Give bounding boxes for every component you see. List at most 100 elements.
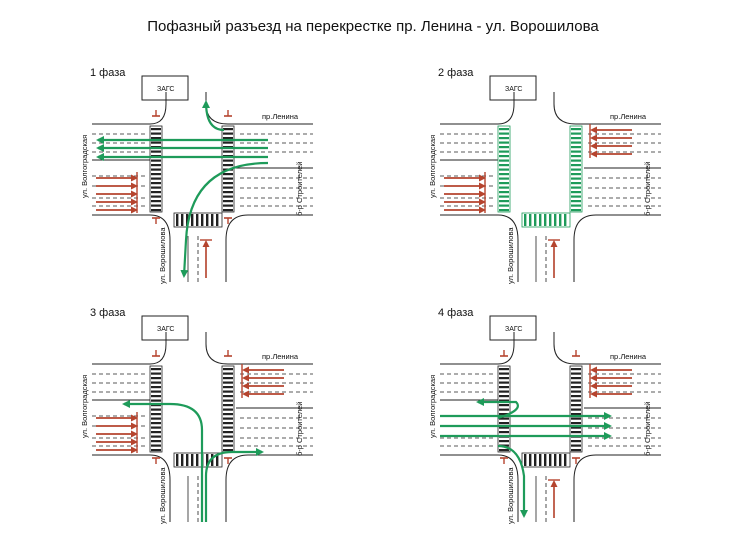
street-label-volgogradskaya: ул. Волгоградская bbox=[428, 375, 437, 438]
crosswalk-stripe bbox=[571, 417, 581, 420]
crosswalk-east bbox=[569, 365, 583, 453]
crosswalk-stripe bbox=[151, 132, 161, 135]
crosswalk-frame bbox=[173, 212, 223, 228]
crosswalk-stripe bbox=[151, 413, 161, 416]
crosswalk-stripe bbox=[223, 390, 233, 393]
crosswalk-stripe bbox=[223, 426, 233, 429]
crosswalk-stripe bbox=[216, 214, 219, 226]
street-label-lenina: пр.Ленина bbox=[262, 352, 299, 361]
crosswalk-stripe bbox=[151, 417, 161, 420]
ped-stop-se bbox=[572, 457, 580, 464]
crosswalk-stripe bbox=[223, 435, 233, 438]
crosswalk-stripe bbox=[499, 449, 509, 452]
crosswalk-stripe bbox=[499, 426, 509, 429]
crosswalk-stripe bbox=[571, 372, 581, 375]
crosswalk-stripe bbox=[151, 449, 161, 452]
street-label-volgogradskaya: ул. Волгоградская bbox=[80, 375, 89, 438]
crosswalk-stripe bbox=[151, 381, 161, 384]
crosswalk-stripe bbox=[181, 454, 184, 466]
crosswalk-west bbox=[497, 125, 511, 213]
crosswalk-stripe bbox=[151, 173, 161, 176]
crosswalk-stripe bbox=[223, 164, 233, 167]
street-label-stroiteley: б-р Строителей bbox=[643, 402, 652, 456]
crosswalk-stripe bbox=[534, 454, 537, 466]
crosswalk-stripe bbox=[151, 368, 161, 371]
crosswalk-south bbox=[521, 452, 571, 468]
crosswalk-stripe bbox=[223, 173, 233, 176]
zags-building bbox=[489, 75, 537, 101]
crosswalk-stripe bbox=[571, 150, 581, 153]
crosswalk-stripe bbox=[151, 377, 161, 380]
crosswalk-stripe bbox=[571, 431, 581, 434]
crosswalk-stripe bbox=[571, 390, 581, 393]
crosswalk-frame bbox=[569, 125, 583, 213]
crosswalk-stripe bbox=[151, 137, 161, 140]
crosswalk-frame bbox=[521, 212, 571, 228]
crosswalk-stripe bbox=[181, 214, 184, 226]
street-label-stroiteley: б-р Строителей bbox=[295, 162, 304, 216]
crosswalk-stripe bbox=[223, 408, 233, 411]
page-title: Пофазный разъезд на перекрестке пр. Лени… bbox=[147, 18, 599, 35]
crosswalk-stripe bbox=[571, 368, 581, 371]
crosswalk-stripe bbox=[499, 141, 509, 144]
crosswalk-stripe bbox=[571, 413, 581, 416]
crosswalk-stripe bbox=[151, 186, 161, 189]
crosswalk-stripe bbox=[176, 214, 179, 226]
crosswalk-stripe bbox=[223, 372, 233, 375]
crosswalk-stripe bbox=[499, 159, 509, 162]
crosswalk-stripe bbox=[499, 204, 509, 207]
crosswalk-stripe bbox=[549, 214, 552, 226]
crosswalk-stripe bbox=[571, 426, 581, 429]
crosswalk-stripe bbox=[571, 177, 581, 180]
crosswalk-stripe bbox=[206, 454, 209, 466]
flow-south-to-east bbox=[204, 448, 264, 522]
crosswalk-frame bbox=[521, 452, 571, 468]
street-label-stroiteley: б-р Строителей bbox=[295, 402, 304, 456]
road-corner-ne bbox=[553, 92, 661, 125]
crosswalk-frame bbox=[149, 125, 163, 213]
ped-stop-ne bbox=[572, 350, 580, 357]
crosswalk-stripe bbox=[539, 454, 542, 466]
crosswalk-stripe bbox=[223, 404, 233, 407]
crosswalk-stripe bbox=[499, 146, 509, 149]
crosswalk-south bbox=[521, 212, 571, 228]
crosswalk-stripe bbox=[499, 191, 509, 194]
ped-stop-sw bbox=[500, 457, 508, 464]
crosswalk-stripe bbox=[499, 381, 509, 384]
crosswalk-stripe bbox=[223, 422, 233, 425]
zags-label: ЗАГС bbox=[157, 326, 174, 333]
crosswalk-stripe bbox=[499, 413, 509, 416]
phase-label: 1 фаза bbox=[90, 67, 126, 79]
crosswalk-stripe bbox=[151, 386, 161, 389]
crosswalk-stripe bbox=[151, 141, 161, 144]
crosswalk-stripe bbox=[211, 214, 214, 226]
crosswalk-stripe bbox=[223, 440, 233, 443]
crosswalk-stripe bbox=[499, 150, 509, 153]
crosswalk-stripe bbox=[223, 191, 233, 194]
street-label-lenina: пр.Ленина bbox=[262, 112, 299, 121]
phase-label: 2 фаза bbox=[438, 67, 474, 79]
street-label-lenina: пр.Ленина bbox=[610, 352, 647, 361]
crosswalk-frame bbox=[497, 125, 511, 213]
crosswalk-south bbox=[173, 212, 223, 228]
crosswalk-stripe bbox=[524, 454, 527, 466]
crosswalk-stripe bbox=[151, 440, 161, 443]
crosswalk-stripe bbox=[223, 395, 233, 398]
crosswalk-stripe bbox=[223, 377, 233, 380]
crosswalk-stripe bbox=[571, 408, 581, 411]
flow-turn-south bbox=[180, 161, 269, 278]
crosswalk-stripe bbox=[571, 146, 581, 149]
flow-turn-south bbox=[497, 444, 528, 518]
crosswalk-stripe bbox=[571, 164, 581, 167]
crosswalk-stripe bbox=[223, 186, 233, 189]
crosswalk-stripe bbox=[499, 128, 509, 131]
road-corner-sw bbox=[440, 214, 519, 282]
crosswalk-stripe bbox=[499, 195, 509, 198]
crosswalk-stripe bbox=[151, 390, 161, 393]
crosswalk-stripe bbox=[571, 159, 581, 162]
crosswalk-west bbox=[497, 365, 511, 453]
crosswalk-stripe bbox=[499, 404, 509, 407]
crosswalk-stripe bbox=[571, 204, 581, 207]
crosswalk-stripe bbox=[223, 132, 233, 135]
